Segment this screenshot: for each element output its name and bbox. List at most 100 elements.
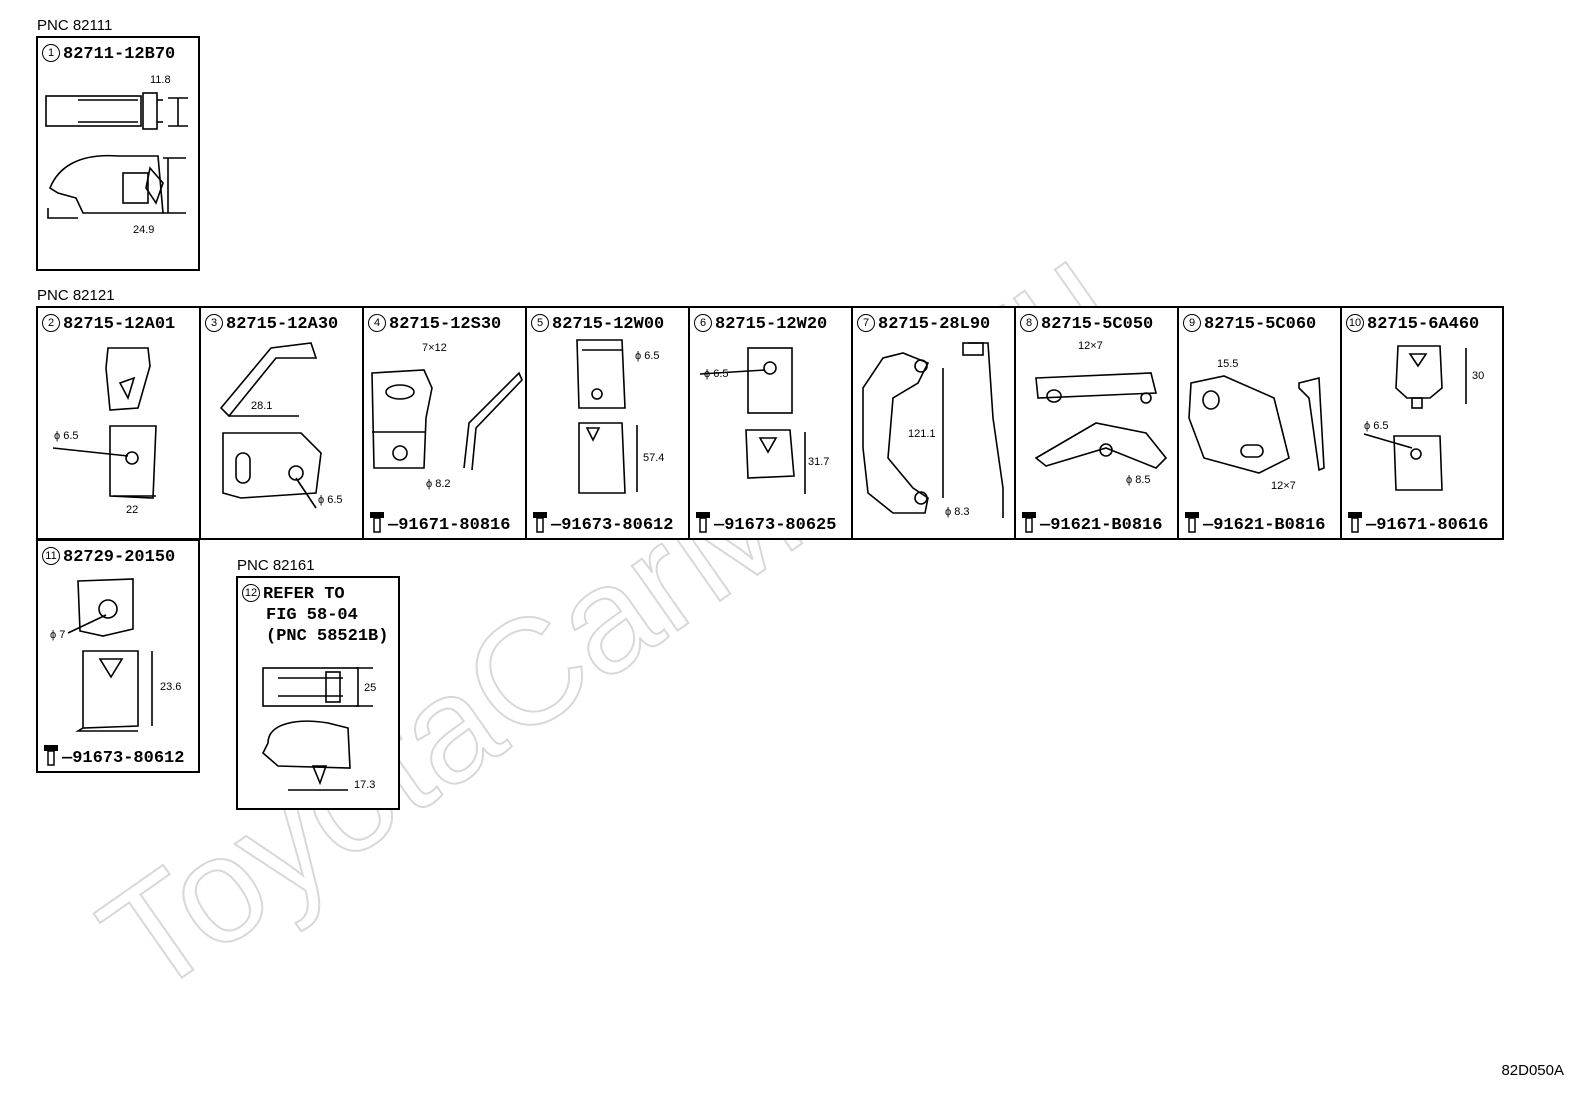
dimension-label: 12×7 [1271, 480, 1296, 492]
bolt-icon [370, 512, 384, 533]
bolt-icon [44, 745, 58, 766]
part-number: 82715-12A30 [226, 315, 339, 334]
part-number: 82715-28L90 [878, 315, 991, 334]
part-number: 82715-6A460 [1367, 315, 1480, 334]
dimension-label: 121.1 [908, 428, 936, 440]
clip-drawing [45, 92, 188, 219]
bracket-drawing [1363, 345, 1467, 491]
bolt-part-number: 91621-B0816 [1050, 516, 1163, 535]
callout-number: 6 [694, 314, 712, 332]
bracket-drawing [576, 339, 638, 494]
dimension-label: ϕ 8.2 [426, 478, 451, 490]
bolt-icon [1022, 512, 1036, 533]
bolt-icon [533, 512, 547, 533]
part-number: 82711-12B70 [63, 45, 176, 64]
bracket-drawing [371, 369, 523, 471]
reference-line: (PNC 58521B) [266, 627, 389, 646]
part-number: 82729-20150 [63, 548, 176, 567]
dimension-label: 57.4 [643, 452, 665, 464]
dimension-label: ϕ 7 [50, 629, 66, 641]
dimension-label: 11.8 [150, 74, 171, 86]
part-number: 82715-5C050 [1041, 315, 1154, 334]
callout-number: 4 [368, 314, 386, 332]
part-number: 82715-12S30 [389, 315, 502, 334]
callout-number: 9 [1183, 314, 1201, 332]
part-number: 82715-12W20 [715, 315, 828, 334]
bolt-icon [696, 512, 710, 533]
bolt-callout: —91671-80616 [1346, 511, 1488, 535]
bracket-drawing [862, 342, 1004, 518]
dimension-label: 23.6 [160, 681, 182, 693]
callout-number: 8 [1020, 314, 1038, 332]
bolt-icon [1185, 512, 1199, 533]
pnc-label: PNC 82121 [37, 287, 115, 304]
part-number: 82715-12W00 [552, 315, 665, 334]
callout-number: 3 [205, 314, 223, 332]
callout-number: 2 [42, 314, 60, 332]
bolt-part-number: 91673-80625 [724, 516, 837, 535]
bolt-part-number: 91671-80616 [1376, 516, 1489, 535]
bracket-drawing [1034, 372, 1168, 469]
bracket-drawing [1188, 375, 1325, 474]
dimension-label: 31.7 [808, 456, 830, 468]
dimension-label: 25 [364, 682, 377, 694]
dimension-label: ϕ 6.5 [635, 350, 660, 362]
bolt-part-number: 91673-80612 [561, 516, 674, 535]
dimension-label: 28.1 [251, 400, 273, 412]
bolt-callout: —91621-B0816 [1183, 511, 1325, 535]
bolt-callout: —91671-80816 [368, 511, 510, 535]
dimension-label: ϕ 8.3 [945, 506, 970, 518]
dimension-label: 12×7 [1078, 340, 1103, 352]
bracket-drawing [52, 347, 157, 499]
bolt-callout: —91621-B0816 [1020, 511, 1162, 535]
bolt-callout: —91673-80612 [531, 511, 673, 535]
callout-number: 11 [42, 547, 60, 565]
reference-line: REFER TO [263, 585, 345, 604]
callout-number: 7 [857, 314, 875, 332]
dimension-label: ϕ 6.5 [54, 430, 79, 442]
bolt-icon [1348, 512, 1362, 533]
bolt-part-number: 91671-80816 [398, 516, 511, 535]
callout-number: 10 [1346, 314, 1364, 332]
callout-number: 1 [42, 44, 60, 62]
bracket-drawing [67, 578, 153, 732]
bolt-part-number: 91673-80612 [72, 749, 185, 768]
bracket-drawing [699, 347, 806, 494]
dimension-label: ϕ 6.5 [704, 368, 729, 380]
pnc-label: PNC 82161 [237, 557, 315, 574]
pnc-label: PNC 82111 [37, 17, 113, 34]
dimension-label: 17.3 [354, 779, 376, 791]
dimension-label: 22 [126, 504, 139, 516]
dimension-label: 15.5 [1217, 358, 1239, 370]
dimension-label: ϕ 6.5 [318, 494, 343, 506]
bolt-callout: —91673-80625 [694, 511, 836, 535]
clip-drawing [262, 667, 373, 791]
part-number: 82715-5C060 [1204, 315, 1317, 334]
bracket-drawing [219, 342, 322, 509]
dimension-label: 30 [1472, 370, 1485, 382]
dimension-label: 24.9 [133, 224, 155, 236]
bolt-callout: —91673-80612 [42, 744, 184, 768]
